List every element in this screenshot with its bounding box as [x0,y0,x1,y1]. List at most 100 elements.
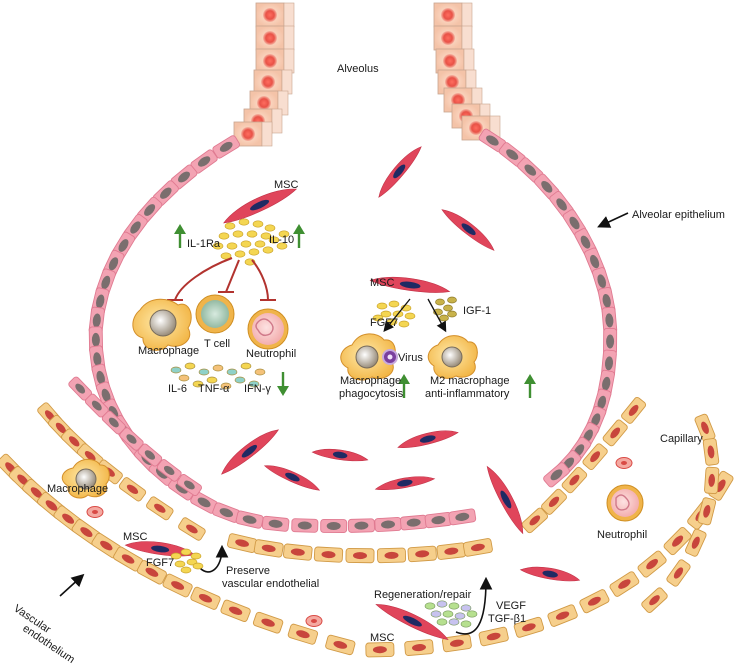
endothelial-cell [666,559,691,587]
il1ra-label: IL-1Ra [187,238,221,250]
epithelial-cell [534,173,560,201]
endothelial-cell [621,396,647,424]
vegf-label: VEGF [496,600,526,612]
cytokine-particle [430,610,442,618]
cytokine-particle [268,236,280,244]
cytokine-particle [220,382,232,390]
msc-repair-panel [340,296,478,381]
cytokine-particle [260,232,272,240]
m2-label-2: anti-inflammatory [425,388,510,400]
macrophage-phagocytosis-label-1: Macrophage [340,375,401,387]
red-blood-cell-icon [86,506,104,518]
endothelial-cell [345,547,375,564]
endothelial-cell [513,616,545,638]
cytokine-particle [442,610,454,618]
ifn-down-arrow-icon [277,372,289,396]
endothelial-cell [602,419,628,447]
endothelial-cell [162,573,193,598]
cytokine-particle [180,548,192,556]
cytokine-particle [443,304,453,312]
cytokine-particle [460,604,472,612]
macrophage-vessel-label: Macrophage [47,483,108,495]
epithelial-cell [170,164,198,190]
cytokine-particle [240,240,252,248]
cytokine-particle [254,368,266,376]
cytokine-particle [435,298,445,306]
epithelial-cell [176,473,202,497]
fgf7-mid-label: FGF7 [370,317,398,329]
alveolar-epithelium-label: Alveolar epithelium [632,209,725,221]
msc-cell [311,449,369,462]
columnar-cell [433,25,473,51]
endothelial-cell [663,527,692,556]
endothelial-cell [704,466,720,495]
cytokine-particle [226,242,238,250]
epithelial-cell [119,427,144,451]
endothelial-cell [404,639,434,656]
cytokine-particle [466,610,478,618]
cytokine-particle [276,242,288,250]
msc-cell [221,429,279,475]
vessel-cells [61,457,644,628]
epithelial-cell [424,511,453,529]
igf1-particles [433,296,457,322]
endothelial-cell [547,604,578,627]
cytokine-particle [248,380,260,388]
endothelial-cell [697,497,717,526]
cytokine-particle [252,220,264,228]
cytokine-particle [206,376,218,384]
cytokine-particle [439,314,449,322]
columnar-cell [255,2,295,28]
cytokine-particle [398,320,410,328]
epithelial-cell [601,306,618,335]
epithelial-cell [261,515,290,532]
columnar-cell [433,2,473,28]
cytokine-particle [190,552,202,560]
igf1-label: IGF-1 [463,305,491,317]
il10-up-arrow-icon [293,224,305,248]
cytokine-particle [454,612,466,620]
epithelial-cell [68,376,93,401]
il1ra-il10-particles [212,218,290,266]
alveolus-label: Alveolus [337,63,379,75]
endothelial-cell [561,466,588,494]
endothelial-cell [282,543,313,561]
endothelial-cell [146,496,174,521]
epithelial-cell [235,510,264,529]
columnar-cell [255,25,295,51]
epithelial-cell [137,443,163,467]
vascular-endothelium [0,396,734,658]
red-blood-cell-icon [615,457,633,469]
cytokine-particle [388,300,400,308]
cytokine-particle [262,246,274,254]
tgf-label: TGF-β1 [488,613,526,625]
preserve-label-2: vascular endothelial [222,578,319,590]
cytokine-particle [234,250,246,258]
inhibition-lines [167,257,276,301]
endothelial-cell [136,560,167,585]
neutrophil-cell-vessel [606,484,644,522]
columnar-cell [233,121,273,147]
cytokine-particle [424,602,436,610]
cytokine-particle [372,314,384,322]
endothelial-cell [313,546,344,563]
msc-mid-label: MSC [370,277,395,289]
epithelial-cell [190,149,218,174]
endothelial-cell [441,634,472,653]
cytokine-particle [220,252,232,260]
fgf7-vessel-particles [170,548,204,574]
cytokine-particle [224,222,236,230]
t-cell [195,294,235,334]
cytokine-particle [404,312,416,320]
red-blood-cell-icon [305,615,323,627]
endothelial-cell [436,542,467,560]
preserve-label-1: Preserve [226,565,270,577]
endothelial-cell [178,517,206,541]
cytokine-particle [178,374,190,382]
endothelial-cell [376,547,407,564]
columnar-cell [461,115,501,141]
il6-label: IL-6 [168,383,187,395]
epithelial-cell [478,128,507,153]
macrophage-cell-left [132,298,192,351]
